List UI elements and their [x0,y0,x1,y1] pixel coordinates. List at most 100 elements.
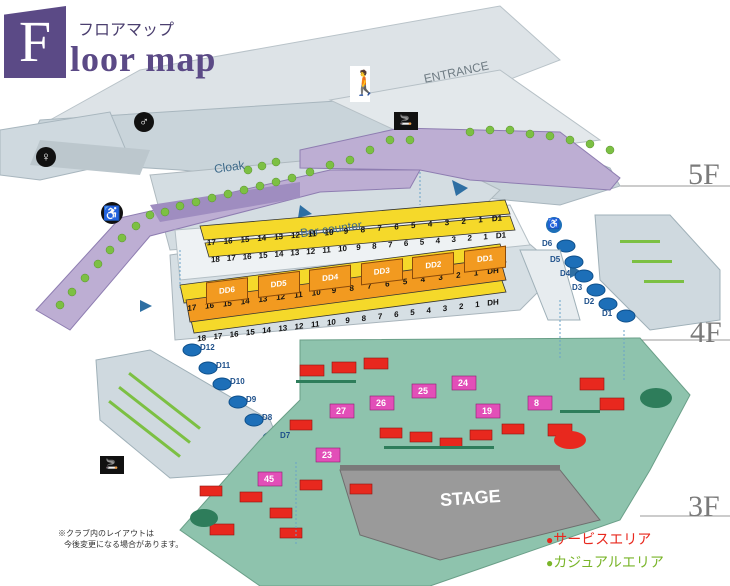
seat-number[interactable]: 16 [223,236,233,246]
seat-number[interactable]: 4 [426,305,431,316]
table-label[interactable]: 26 [376,398,387,408]
box-seat[interactable]: DD1 [463,245,506,273]
floor-label-5f: 5F [688,158,720,191]
seat-number[interactable]: 13 [274,231,284,242]
seat-number[interactable]: 12 [306,246,316,257]
seat-number[interactable]: 12 [294,321,304,332]
seat-number[interactable]: 9 [356,242,361,253]
table-label[interactable]: D1 [602,309,613,318]
table-label[interactable]: D9 [246,395,257,404]
box-seat[interactable]: DD6 [206,277,248,305]
table-label[interactable]: D10 [230,377,245,386]
seat-number[interactable]: 2 [458,301,464,312]
seat-number[interactable]: 3 [451,234,456,245]
seat-number[interactable]: 7 [377,223,382,234]
table-label[interactable]: D5 [550,255,561,264]
seat-number[interactable]: 15 [258,250,268,261]
table-label[interactable]: D11 [216,361,231,370]
seat-number[interactable]: 1 [483,232,488,242]
seat-number[interactable]: 10 [338,243,347,254]
legend-casual: ●カジュアルエリア [546,554,664,570]
smoking-icon: 🚬 [394,112,418,130]
table-label[interactable]: D6 [542,239,553,248]
seat-number[interactable]: 9 [345,315,350,326]
table-label[interactable]: D4 [560,269,571,278]
box-seat[interactable]: DD3 [360,258,403,286]
seat-number[interactable]: 3 [442,303,448,314]
table-label[interactable]: D7 [280,431,291,440]
seat-number[interactable]: 16 [242,251,252,262]
restroom-icon: ♀ [36,147,56,167]
table-label[interactable]: 24 [458,378,469,388]
seat-number[interactable]: 14 [262,325,271,336]
seat-row-end-label: D1 [491,213,503,224]
seat-number[interactable]: 14 [274,249,284,260]
seat-number[interactable]: 7 [377,311,383,322]
table-label[interactable]: D2 [584,297,595,306]
seat-number[interactable]: 6 [394,222,399,232]
restroom-icon: ♂ [134,112,154,132]
seat-number[interactable]: 10 [324,227,334,238]
legend-service: ●サービスエリア [546,531,652,547]
title-big-letter: F [4,6,66,78]
table-label[interactable]: 23 [322,450,333,460]
box-seat[interactable]: DD5 [257,270,300,299]
seat-number[interactable]: 5 [419,237,425,247]
seat-number[interactable]: 16 [229,329,239,340]
title-english: loor map [70,39,217,79]
seat-number[interactable]: 14 [257,233,267,244]
seat-number[interactable]: 4 [427,219,433,229]
seat-number[interactable]: 2 [467,233,472,243]
seat-number[interactable]: 15 [245,327,255,338]
table-label[interactable]: 27 [336,406,347,416]
seat-number[interactable]: 9 [343,226,349,236]
seat-number[interactable]: 11 [322,245,331,255]
seat-number[interactable]: 11 [308,229,317,239]
seat-number[interactable]: 5 [411,220,416,231]
service-dot-icon: ● [546,533,554,547]
seat-number[interactable]: 10 [326,317,336,328]
table-label[interactable]: 45 [264,474,275,484]
seat-number[interactable]: 12 [291,230,300,241]
seat-row-end-label: DH [487,297,499,308]
box-seat[interactable]: DD2 [412,251,455,280]
seat-number[interactable]: 13 [290,247,300,258]
legend: ●サービスエリア ●カジュアルエリア [546,528,664,574]
wheelchair-icon: ♿ [546,217,562,233]
smoking-icon: 🚬 [100,456,124,474]
table-label[interactable]: D12 [200,343,215,352]
seat-number[interactable]: 1 [475,299,480,310]
seat-number[interactable]: 8 [372,241,377,251]
walking-person-icon: 🚶 [350,66,380,102]
seat-number[interactable]: 4 [435,236,441,246]
table-label[interactable]: D3 [572,283,583,292]
casual-dot-icon: ● [546,556,554,570]
table-label[interactable]: 25 [418,386,429,396]
seat-number[interactable]: 1 [478,215,483,225]
floor-label-4f: 4F [690,316,722,349]
seat-number[interactable]: 8 [360,225,366,235]
seat-number[interactable]: 18 [210,254,220,265]
seat-number[interactable]: 17 [187,302,197,313]
seat-number[interactable]: 17 [226,253,236,264]
seat-number[interactable]: 2 [461,216,466,226]
seat-number[interactable]: 7 [387,240,393,250]
seat-number[interactable]: 8 [361,313,367,324]
wheelchair-icon: ♿ [101,202,123,224]
seat-number[interactable]: 15 [240,234,250,245]
seat-number[interactable]: 17 [206,237,216,248]
seat-number[interactable]: 3 [444,218,450,228]
seat-number[interactable]: 6 [403,238,409,249]
seat-number[interactable]: 11 [310,319,320,330]
box-seat[interactable]: DD4 [309,264,352,292]
layout-note: ※クラブ内のレイアウトは 今後変更になる場合があります。 [58,529,184,549]
floor-label-3f: 3F [688,490,720,523]
map-title: F フロアマップ loor map [4,6,224,79]
table-label[interactable]: 8 [534,398,540,408]
seat-number[interactable]: 13 [278,323,288,334]
table-label[interactable]: 19 [482,406,493,416]
seat-number[interactable]: 6 [394,309,399,320]
table-label[interactable]: D8 [262,413,273,422]
seat-number[interactable]: 5 [410,307,415,318]
